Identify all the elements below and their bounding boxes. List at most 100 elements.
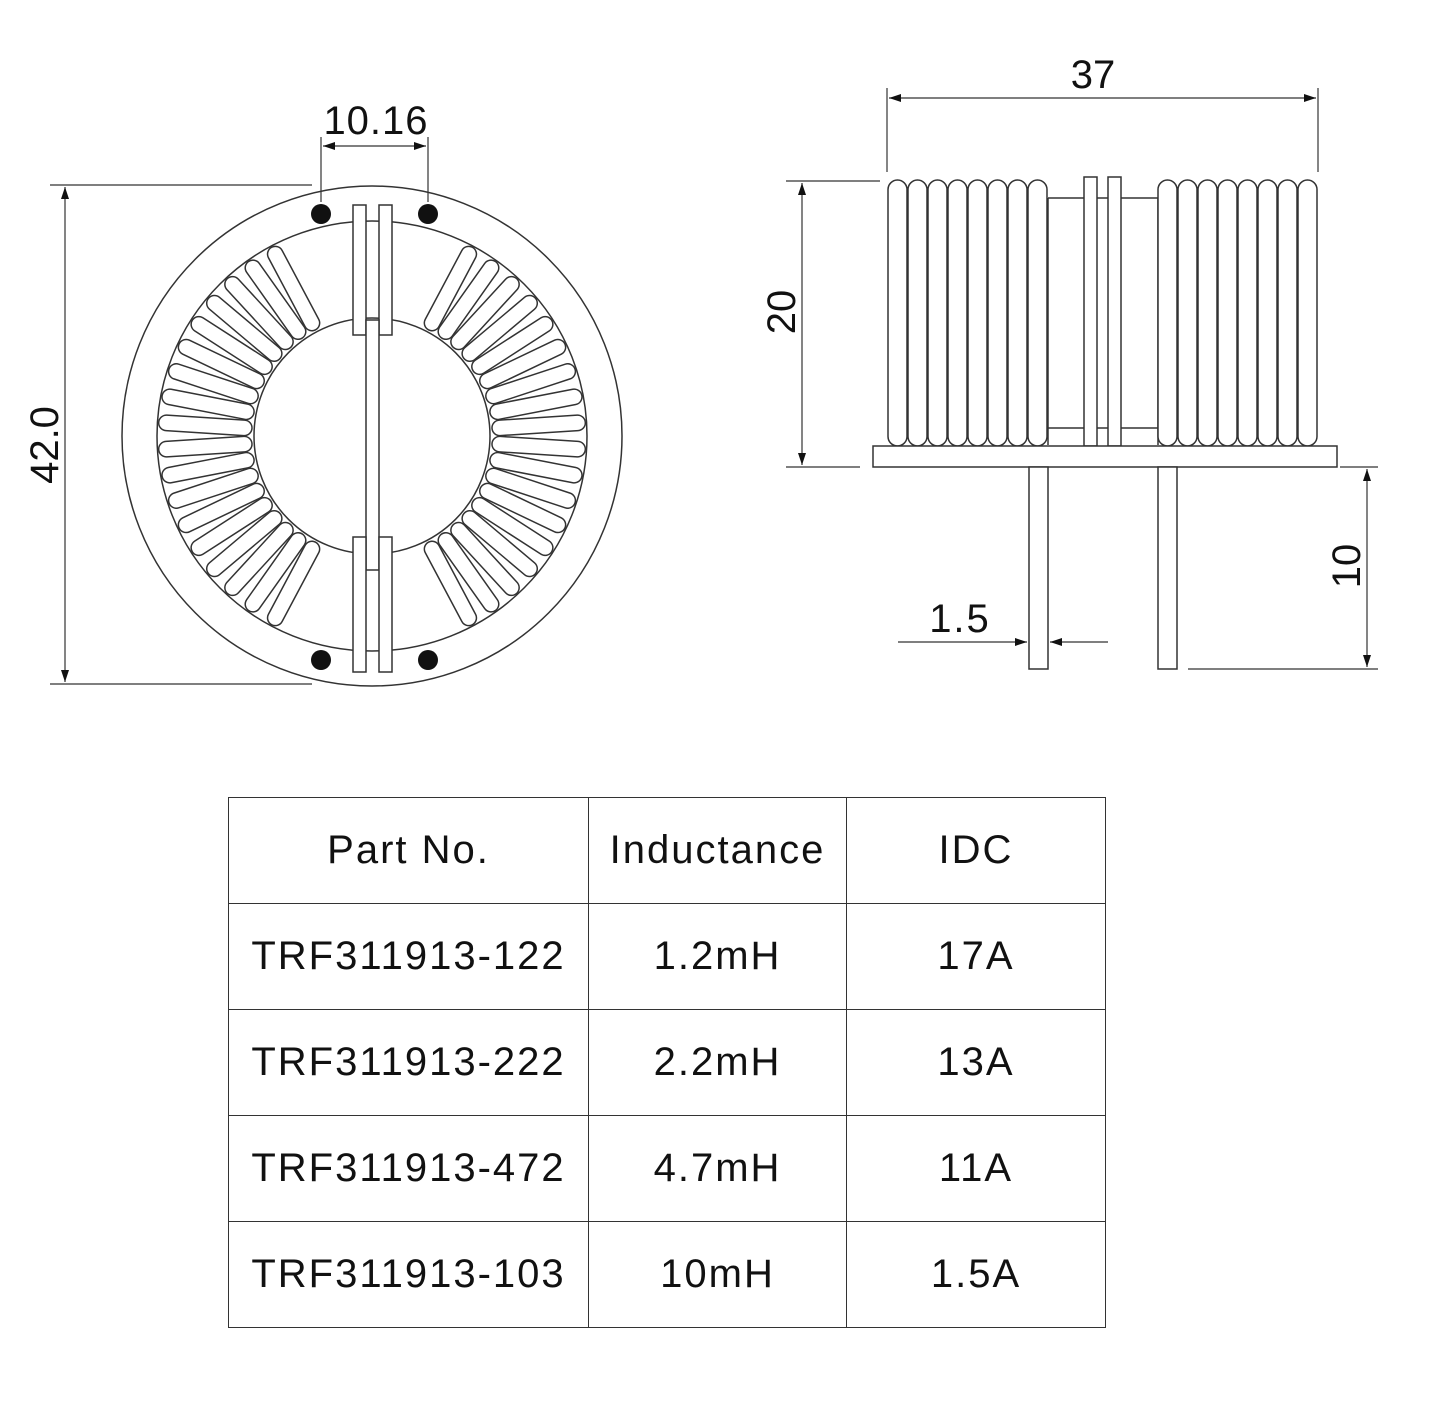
winding-wire-fill [480,484,565,532]
winding-wire-fill [451,523,519,595]
coil-turn [947,179,968,447]
table-row: TRF311913-103 10mH 1.5A [228,1221,1106,1328]
center-divider [352,204,393,673]
coil-turn [927,179,948,447]
base-plate [872,445,1338,468]
winding-wire-fill [159,415,252,435]
core-outer-ring [121,185,623,687]
height-dimension [786,180,880,468]
table-row: TRF311913-472 4.7mH 11A [228,1115,1106,1222]
winding-wire-fill [486,364,575,403]
pin-dot [311,650,331,670]
side-view [872,176,1338,670]
winding-wire-fill [486,469,575,508]
winding-wire-fill [490,389,582,419]
winding-wire-fill [207,296,282,361]
pin-pitch-dimension [320,137,429,202]
winding-wire-fill [162,453,254,483]
lead-right [1157,466,1178,670]
divider-plate [1107,176,1122,447]
header-part-no: Part No. [228,797,589,904]
lead-length-label: 10 [1325,544,1369,589]
winding-wire-fill [268,542,319,625]
winding-wire-fill [451,277,519,349]
winding-wire-fill [490,453,582,483]
pin-dot [311,204,331,224]
coil-turn [907,179,928,447]
winding-wire-fill [191,498,272,555]
winding-wire-fill [191,317,272,374]
spec-table: Part No. Inductance IDC TRF311913-122 1.… [228,797,1106,1328]
pin-markers [311,204,438,670]
winding-wire-fill [492,415,585,435]
core-inner-ring [156,220,588,652]
cell-inductance: 10mH [588,1221,847,1328]
cell-inductance: 2.2mH [588,1009,847,1116]
coil-turn [1257,179,1278,447]
lead-left [1028,466,1049,670]
coil-turn [1237,179,1258,447]
winding-wire-fill [462,511,537,576]
winding-wire-fill [438,260,499,339]
lead-length-dimension [1188,466,1378,670]
coil-turn [1177,179,1198,447]
pin-dot [418,204,438,224]
winding-wire-fill [225,523,293,595]
toroid-windings [157,245,587,627]
cell-inductance: 4.7mH [588,1115,847,1222]
table-row: TRF311913-122 1.2mH 17A [228,903,1106,1010]
winding-wire-fill [207,511,282,576]
height-label: 20 [760,290,804,335]
header-inductance: Inductance [588,797,847,904]
winding-wire-fill [462,296,537,361]
winding-wire-fill [438,533,499,612]
coil-turn [1297,179,1318,447]
cell-idc: 13A [846,1009,1106,1116]
coil-turn [1027,179,1048,447]
table-header-row: Part No. Inductance IDC [228,797,1106,904]
divider-plate [1083,176,1098,447]
coil-turn [987,179,1008,447]
pin-pitch-label: 10.16 [323,99,428,143]
side-coil-windings [887,179,1318,447]
coil-turn [1157,179,1178,447]
coil-turn [1217,179,1238,447]
cell-inductance: 1.2mH [588,903,847,1010]
cell-part-no: TRF311913-103 [228,1221,589,1328]
cell-part-no: TRF311913-222 [228,1009,589,1116]
winding-wire-fill [179,484,264,532]
winding-wire-fill [492,437,585,457]
coil-turn [1277,179,1298,447]
coil-turn [967,179,988,447]
coil-turn [1197,179,1218,447]
winding-wire-fill [179,340,264,388]
winding-wire-fill [162,389,254,419]
cell-idc: 17A [846,903,1106,1010]
coil-turn [887,179,908,447]
cell-part-no: TRF311913-472 [228,1115,589,1222]
winding-wire-fill [245,260,306,339]
cell-idc: 11A [846,1115,1106,1222]
winding-wire-fill [472,498,553,555]
winding-wire-fill [169,364,258,403]
winding-wire-fill [225,277,293,349]
cell-idc: 1.5A [846,1221,1106,1328]
coil-turn [1007,179,1028,447]
cell-part-no: TRF311913-122 [228,903,589,1010]
table-row: TRF311913-222 2.2mH 13A [228,1009,1106,1116]
length-dimension [886,88,1319,172]
winding-wire-fill [159,437,252,457]
winding-wire-fill [472,317,553,374]
header-idc: IDC [846,797,1106,904]
top-view [121,185,623,687]
diameter-dimension [50,184,312,685]
winding-wire-fill [268,247,319,330]
technical-drawing: 42.0 10.16 37 20 [23,53,1378,687]
winding-wire-fill [245,533,306,612]
winding-wire-fill [480,340,565,388]
length-label: 37 [1071,53,1116,97]
lead-width-label: 1.5 [929,597,991,641]
diameter-label: 42.0 [23,406,67,484]
winding-wire-fill [425,247,476,330]
winding-wire-fill [169,469,258,508]
